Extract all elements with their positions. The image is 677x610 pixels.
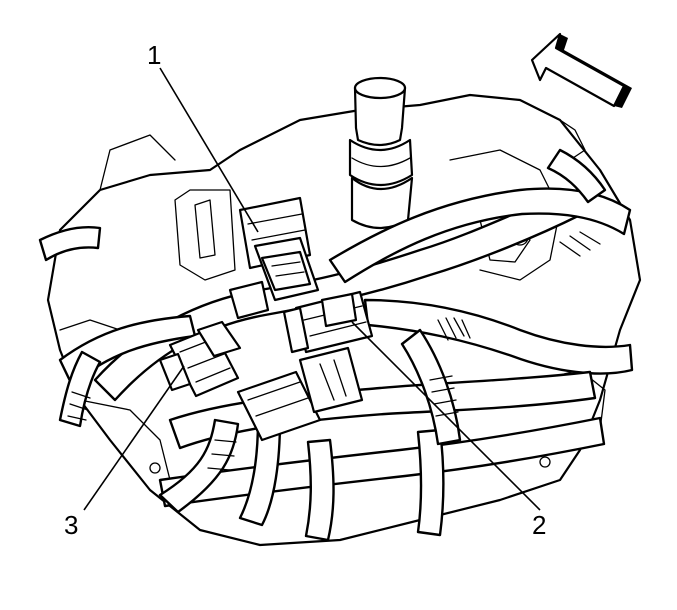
connector-2 <box>282 290 374 354</box>
callout-2: 2 <box>532 510 547 540</box>
front-arrow-icon <box>530 32 632 108</box>
leader-lines <box>83 67 541 511</box>
harness-wrap <box>67 231 601 471</box>
connector-3 <box>158 320 242 398</box>
leader-line-3 <box>83 365 185 511</box>
wiring-harness <box>38 148 634 542</box>
air-intake-tube <box>348 76 414 230</box>
callout-3: 3 <box>64 510 79 540</box>
leader-line-2 <box>351 321 541 511</box>
lower-connector <box>236 346 364 442</box>
callout-1: 1 <box>147 40 162 70</box>
leader-line-1 <box>159 67 259 233</box>
connector-1 <box>228 196 320 320</box>
